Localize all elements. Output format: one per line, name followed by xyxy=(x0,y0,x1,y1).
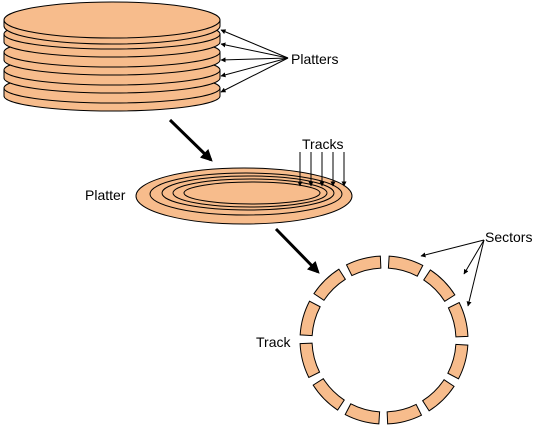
sector xyxy=(386,403,423,425)
flow-arrow xyxy=(274,227,320,274)
track-ring xyxy=(161,175,335,211)
pointer-arrow xyxy=(220,42,289,59)
sectors-pointer-arrows xyxy=(420,239,485,307)
sector xyxy=(387,255,424,277)
track-ring xyxy=(149,172,343,216)
pointer-arrow xyxy=(220,57,289,63)
sector xyxy=(345,255,382,277)
pointer-arrow xyxy=(466,239,485,307)
pointer-arrow xyxy=(220,57,289,93)
sector xyxy=(447,301,469,338)
pointer-arrow xyxy=(220,29,289,59)
sector xyxy=(447,343,469,380)
sector xyxy=(344,403,381,425)
sector xyxy=(312,377,345,411)
track-ring xyxy=(183,181,321,205)
sector xyxy=(313,268,347,301)
platters-label: Platters xyxy=(291,51,338,67)
sector xyxy=(299,300,321,337)
tracks-pointer-arrows xyxy=(297,152,347,187)
track-label: Track xyxy=(256,334,291,350)
platter-stack xyxy=(3,1,221,112)
sector xyxy=(299,342,321,379)
pointer-arrow xyxy=(220,57,289,78)
track-ring xyxy=(172,178,328,208)
track-ring-sectors xyxy=(299,255,469,425)
stacked-platter xyxy=(3,1,221,45)
pointer-arrow xyxy=(420,239,485,258)
platter-label: Platter xyxy=(85,187,126,203)
single-platter xyxy=(135,167,353,225)
sector xyxy=(423,269,456,303)
sectors-label: Sectors xyxy=(485,229,532,245)
sector xyxy=(421,379,455,412)
tracks-label: Tracks xyxy=(302,136,343,152)
flow-arrow xyxy=(168,118,213,162)
platters-pointer-arrows xyxy=(220,29,289,93)
pointer-arrow xyxy=(463,239,485,275)
